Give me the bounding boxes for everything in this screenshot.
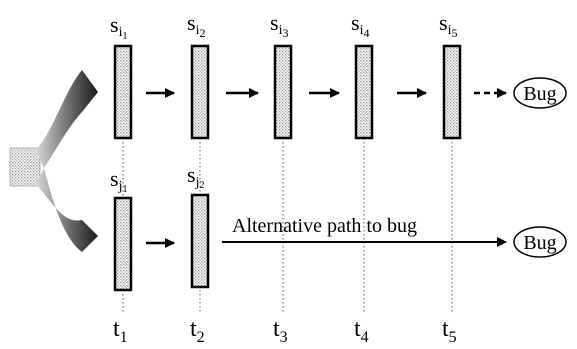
lower-branch-shape [36,168,98,252]
time-label: t2 [190,316,205,346]
bug-ellipse [513,226,567,258]
branch-source-graphic [9,70,98,252]
bug-label: Bug [523,232,556,254]
time-label: t5 [442,316,457,346]
time-labels: t1 t2 t3 t4 t5 [113,316,457,346]
state-label: sj2 [187,162,204,191]
time-label: t4 [354,316,369,346]
top-row-states [113,44,462,140]
time-label: t1 [113,316,128,346]
state-label: si5 [439,10,457,40]
time-label: t3 [273,316,288,346]
state-label: si4 [351,10,369,40]
state-label: si1 [110,12,127,42]
top-bug-node: Bug [513,77,567,109]
state-label: si3 [270,10,288,40]
bottom-bug-node: Bug [513,226,567,258]
state-box [442,44,462,140]
state-label: si2 [187,10,205,40]
source-stripes [9,147,41,187]
top-row-labels: si1 si2 si3 si4 si5 [110,10,457,42]
state-box [273,44,293,140]
bottom-row-states [113,193,210,292]
bottom-row-arrows [146,237,507,248]
bug-label: Bug [523,83,556,105]
bottom-row-labels: sj1 sj2 [110,162,204,195]
state-box [354,44,374,140]
alternative-path-label: Alternative path to bug [232,215,417,237]
state-box [190,193,210,289]
state-box [113,44,133,140]
state-label: sj1 [110,166,127,195]
upper-branch-shape [36,70,98,168]
state-box [113,196,133,292]
bug-ellipse [513,77,567,109]
state-box [190,44,210,140]
